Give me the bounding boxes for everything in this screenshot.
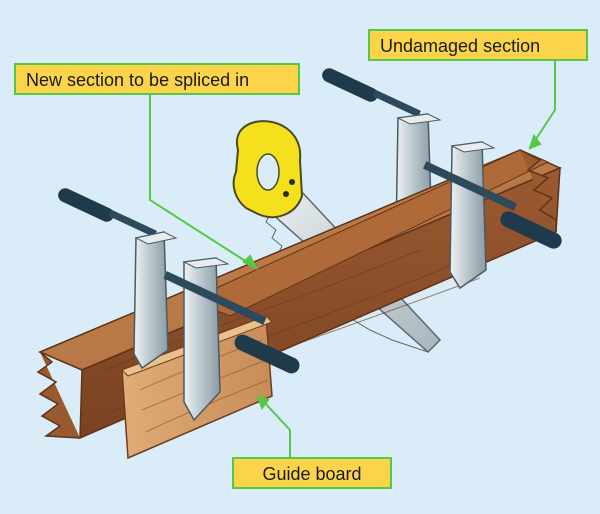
leader-new xyxy=(149,95,251,265)
clamp-handle xyxy=(322,68,378,102)
saw-handle-grip-hole xyxy=(256,153,280,191)
clamp-jaw-top xyxy=(450,141,496,153)
callout-guide-board: Guide board xyxy=(232,457,392,489)
clamp-icon xyxy=(58,188,178,370)
beam-jagged-end-left xyxy=(36,351,81,439)
clamp-screw xyxy=(372,89,421,118)
clamp-jaw-top xyxy=(134,231,178,245)
clamp-jaw xyxy=(449,141,487,290)
clamp-jaw xyxy=(133,231,169,370)
clamp-handle xyxy=(58,188,114,222)
clamp-screw xyxy=(108,209,157,238)
beam-jagged-end-right xyxy=(519,149,557,232)
callout-new-section: New section to be spliced in xyxy=(14,63,300,95)
leader-undamaged xyxy=(533,61,556,143)
arrowhead-undamaged xyxy=(528,133,542,150)
leader-lines xyxy=(149,61,556,457)
clamp-screw xyxy=(422,161,518,211)
saw-rivet xyxy=(289,179,295,185)
arrowhead-new xyxy=(242,254,259,271)
callout-undamaged-section: Undamaged section xyxy=(368,29,588,61)
clamp-icon xyxy=(163,257,300,422)
clamp-screw xyxy=(163,271,267,325)
clamp-handle xyxy=(500,211,562,249)
clamp-jaw-top xyxy=(396,113,442,125)
clamp-icon xyxy=(422,141,562,290)
clamp-handle xyxy=(234,334,300,374)
saw-rivet xyxy=(283,191,289,197)
leader-guide xyxy=(263,401,291,457)
arrowhead-guide xyxy=(256,394,270,411)
clamp-jaw-top xyxy=(182,257,230,269)
